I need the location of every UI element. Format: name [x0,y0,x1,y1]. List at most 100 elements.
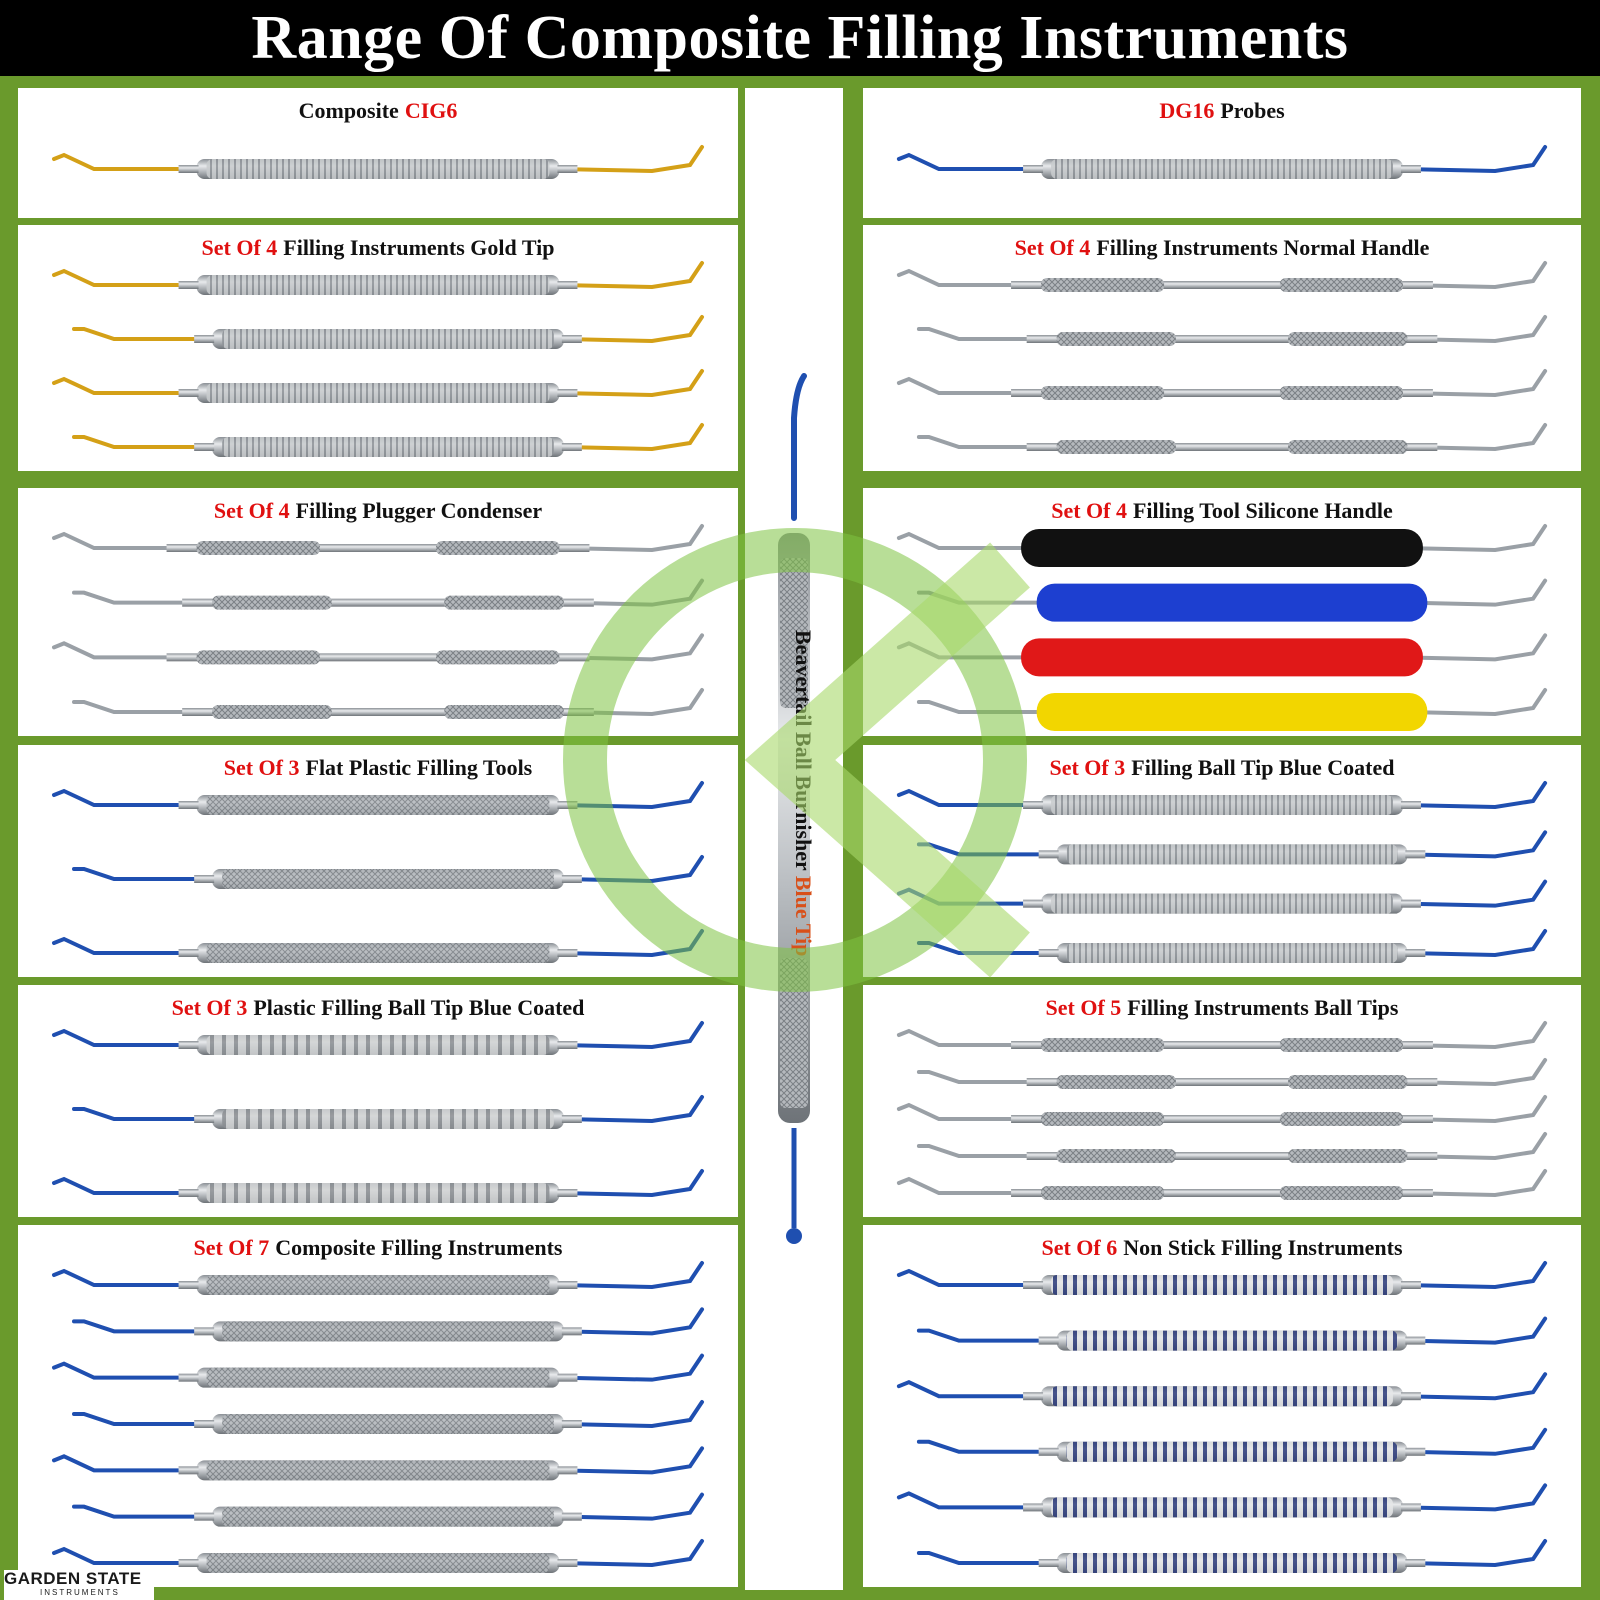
center-product-label: Beavertail Ball Burnisher Blue Tip [790,630,816,956]
instrument-tip-right [1400,524,1548,553]
product-title-text: Filling Ball Tip Blue Coated [1131,755,1395,780]
product-title-accent: Set Of 7 [193,1235,270,1260]
instrument-tip-right [1400,781,1548,810]
instrument-grip [436,650,560,665]
instrument-tip-right [1405,830,1548,859]
instrument-tip-right [1405,315,1548,344]
instrument-tip-right [557,369,704,398]
instrument-tip-right [1405,423,1548,452]
product-title-accent: Set Of 4 [1014,235,1091,260]
instrument-collar [1400,165,1421,173]
instrument-handle-texture [206,795,550,815]
instrument-grip [1041,386,1165,400]
instrument [72,855,704,889]
instrument-tip-right [1405,1132,1548,1161]
instrument-tip-left [52,376,199,395]
product-instruments [896,1021,1548,1200]
instrument [52,1021,704,1055]
instrument-tip-left [916,700,1059,714]
instrument-grip [1288,1075,1408,1089]
instrument-tip-right [1400,261,1548,290]
instrument-handle-texture [206,275,550,295]
product-title-text: Filling Tool Silicone Handle [1132,498,1393,523]
instrument-tip-right [557,781,704,810]
center-label-accent: Blue Tip [791,875,816,957]
instrument-tip-right [1405,1427,1548,1456]
instrument-tip-left [916,842,1059,857]
instrument [72,423,704,457]
instrument-collar [194,1420,215,1428]
product-title-text: Filling Instruments Gold Tip [283,235,555,260]
burnisher-tip-top [791,373,807,521]
instrument-tip-left [916,941,1059,955]
product-title-text: Flat Plastic Filling Tools [305,755,533,780]
instrument-grip [1288,332,1408,346]
instrument-handle-texture [206,1035,550,1055]
instrument [896,1372,1548,1407]
instrument-tip-left [52,788,199,807]
product-instruments [52,524,704,719]
instrument-collar [561,443,582,451]
instrument-tip-right [557,1539,704,1568]
instrument [916,315,1548,346]
instrument-tip-left [52,152,199,171]
instrument [72,688,704,719]
instrument-tip-right [561,315,704,344]
instrument-tip-left [52,1268,199,1287]
instrument-collar [561,1420,582,1428]
instrument-tip-left [72,700,215,714]
instrument [916,1058,1548,1089]
product-title-accent: Set Of 3 [171,995,248,1020]
instrument [896,633,1548,677]
instrument-tip-left [52,641,199,660]
instrument-tip-left [52,1454,199,1473]
instrument-shaft [182,708,594,716]
instrument-handle-texture [222,1506,554,1527]
instrument-grip [1041,1186,1165,1200]
instrument-tip-right [1405,1316,1548,1345]
instrument [52,145,704,179]
instrument [916,688,1548,731]
instrument-collar [557,1559,578,1567]
product-instruments [896,145,1548,179]
burnisher-grip [780,958,808,1108]
instrument-collar [1405,1447,1426,1456]
instrument-collar [1405,850,1426,859]
instrument-tip-left [916,1328,1059,1343]
instrument-tip-left [916,1070,1059,1084]
instrument-shaft [1026,443,1438,451]
instrument-shaft [1026,1152,1438,1160]
instrument-collar [194,335,215,343]
instrument-grip [1041,1038,1165,1052]
instrument [896,1095,1548,1126]
instrument-tip-left [52,1361,199,1380]
instrument-collar [1405,1336,1426,1345]
instrument-tip-right [1400,1021,1548,1050]
instrument-collar [1038,1336,1059,1345]
instrument [72,578,704,610]
instrument [916,929,1548,963]
product-title-text: Composite Filling Instruments [275,1235,563,1260]
instrument-collar [178,281,199,289]
instrument-collar [557,1189,578,1197]
instrument-collar [1400,1392,1421,1401]
instrument-handle-texture [206,1553,550,1573]
instrument-tip-right [561,1400,704,1429]
instrument-collar [178,801,199,809]
instrument-collar [1023,801,1044,809]
instrument [52,1446,704,1481]
instrument-handle-texture [222,329,554,349]
instrument-grip [1279,278,1403,292]
instrument-collar [178,1189,199,1197]
instrument-collar [557,281,578,289]
